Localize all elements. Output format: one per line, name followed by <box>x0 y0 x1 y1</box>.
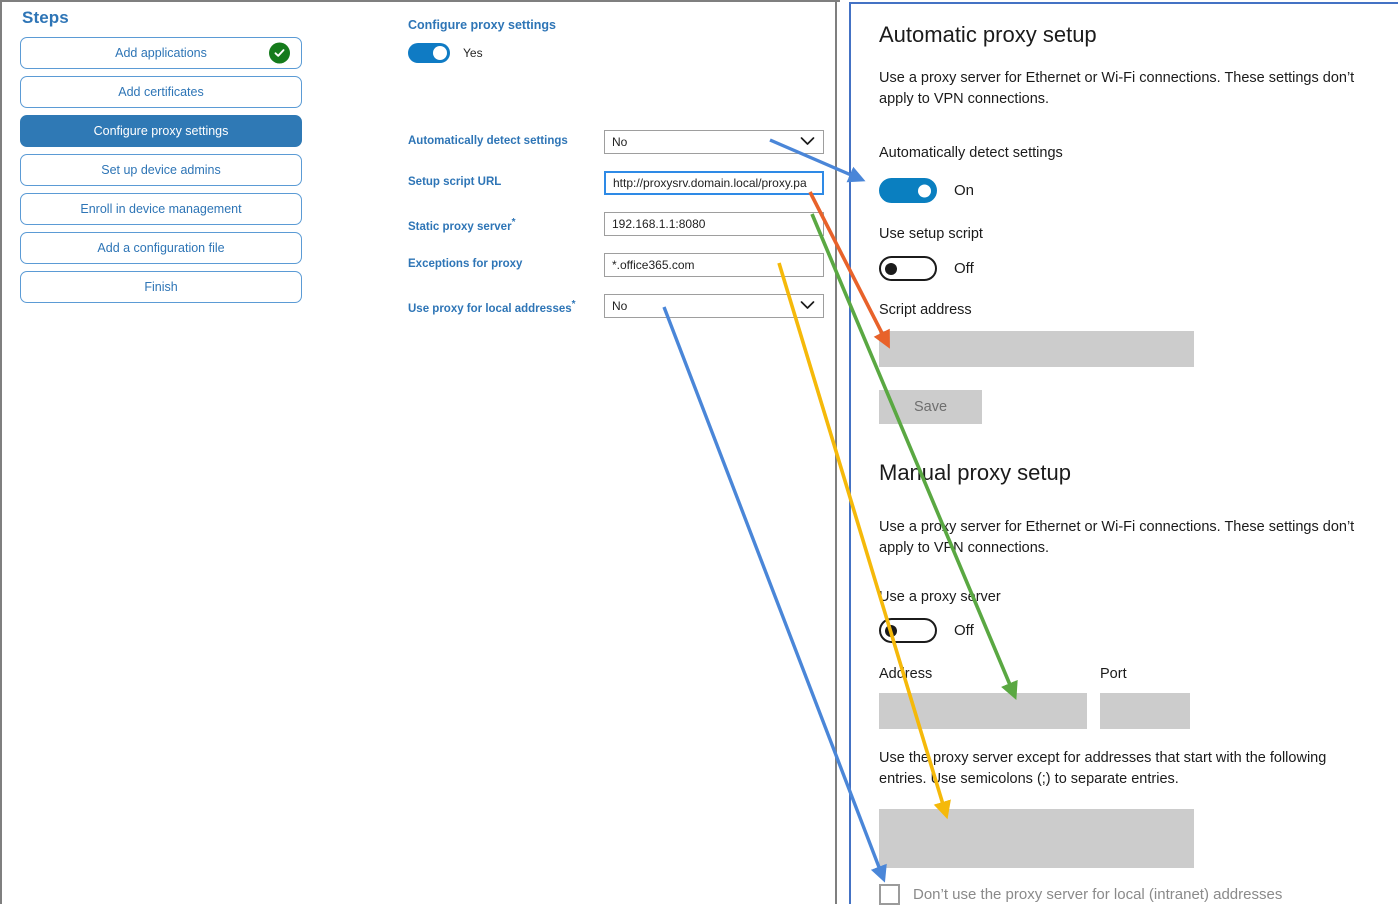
required-marker: * <box>511 217 516 228</box>
bypass-local-addresses-label: Don’t use the proxy server for local (in… <box>913 886 1283 903</box>
step-label: Configure proxy settings <box>93 124 229 138</box>
input-value: *.office365.com <box>612 258 695 272</box>
sidebar-item-enroll-in-device-management[interactable]: Enroll in device management <box>20 193 302 225</box>
use-setup-script-state: Off <box>954 260 974 277</box>
field-static-proxy-server: Static proxy server* 192.168.1.1:8080 <box>408 212 828 253</box>
automatically-detect-settings-select[interactable]: No <box>604 130 824 154</box>
address-input[interactable] <box>879 693 1087 729</box>
sidebar-item-add-a-configuration-file[interactable]: Add a configuration file <box>20 232 302 264</box>
sidebar-item-configure-proxy-settings[interactable]: Configure proxy settings <box>20 115 302 147</box>
field-use-proxy-for-local-addresses: Use proxy for local addresses* No <box>408 294 828 335</box>
select-value: No <box>612 299 628 313</box>
use-setup-script-toggle-row: Off <box>879 256 1379 281</box>
configure-proxy-toggle[interactable] <box>408 43 450 63</box>
step-label: Enroll in device management <box>80 202 242 216</box>
automatically-detect-settings-toggle[interactable] <box>879 178 937 203</box>
input-value: 192.168.1.1:8080 <box>612 217 706 231</box>
form-heading: Configure proxy settings <box>408 18 556 32</box>
step-label: Set up device admins <box>101 163 221 177</box>
port-label: Port <box>1100 666 1127 682</box>
frame-top-border <box>0 0 840 2</box>
automatically-detect-settings-label: Automatically detect settings <box>879 145 1063 161</box>
sidebar-item-finish[interactable]: Finish <box>20 271 302 303</box>
field-label: Use proxy for local addresses* <box>408 299 576 315</box>
bypass-local-addresses-row: Don’t use the proxy server for local (in… <box>879 884 1379 905</box>
port-input[interactable] <box>1100 693 1190 729</box>
use-a-proxy-server-label: Use a proxy server <box>879 589 1001 605</box>
field-label: Setup script URL <box>408 176 502 188</box>
configure-proxy-toggle-value: Yes <box>463 46 483 60</box>
field-automatically-detect-settings: Automatically detect settings No <box>408 130 828 171</box>
step-label: Finish <box>144 280 178 294</box>
setup-script-url-input[interactable]: http://proxysrv.domain.local/proxy.pa <box>604 171 824 195</box>
automatic-proxy-heading: Automatic proxy setup <box>879 22 1097 47</box>
manual-proxy-heading: Manual proxy setup <box>879 460 1071 485</box>
script-address-input[interactable] <box>879 331 1194 367</box>
save-button[interactable]: Save <box>879 390 982 424</box>
proxy-exceptions-description: Use the proxy server except for addresse… <box>879 750 1327 787</box>
sidebar-item-add-certificates[interactable]: Add certificates <box>20 76 302 108</box>
use-a-proxy-server-state: Off <box>954 622 974 639</box>
static-proxy-server-input[interactable]: 192.168.1.1:8080 <box>604 212 824 236</box>
use-proxy-for-local-addresses-select[interactable]: No <box>604 294 824 318</box>
required-marker: * <box>571 299 576 310</box>
automatic-proxy-description: Use a proxy server for Ethernet or Wi-Fi… <box>879 70 1355 107</box>
sidebar-item-add-applications[interactable]: Add applications <box>20 37 302 69</box>
toggle-knob <box>918 184 931 197</box>
manual-proxy-description: Use a proxy server for Ethernet or Wi-Fi… <box>879 519 1355 556</box>
step-label: Add a configuration file <box>97 241 225 255</box>
proxy-exceptions-input[interactable] <box>879 809 1194 868</box>
steps-sidebar: Steps Add applications Add certificates … <box>20 8 302 310</box>
sidebar-item-set-up-device-admins[interactable]: Set up device admins <box>20 154 302 186</box>
step-label: Add applications <box>115 46 207 60</box>
field-label: Static proxy server* <box>408 217 516 233</box>
select-value: No <box>612 135 628 149</box>
proxy-form-fields: Automatically detect settings No Setup s… <box>408 130 828 335</box>
check-circle-icon <box>269 42 290 64</box>
toggle-knob <box>885 262 897 275</box>
field-setup-script-url: Setup script URL http://proxysrv.domain.… <box>408 171 828 212</box>
field-label: Automatically detect settings <box>408 135 568 147</box>
panel-divider-gray <box>835 0 837 904</box>
step-label: Add certificates <box>118 85 204 99</box>
automatically-detect-settings-toggle-row: On <box>879 178 1379 203</box>
field-label: Exceptions for proxy <box>408 258 523 270</box>
use-a-proxy-server-toggle-row: Off <box>879 618 1379 643</box>
automatically-detect-settings-state: On <box>954 182 975 199</box>
exceptions-for-proxy-input[interactable]: *.office365.com <box>604 253 824 277</box>
chevron-down-icon <box>800 299 815 313</box>
configure-proxy-toggle-row: Yes <box>408 43 828 63</box>
use-setup-script-label: Use setup script <box>879 226 983 242</box>
automatic-proxy-section: Automatic proxy setup <box>879 22 1379 48</box>
toggle-knob <box>433 46 447 60</box>
steps-title: Steps <box>22 8 69 27</box>
field-exceptions-for-proxy: Exceptions for proxy *.office365.com <box>408 253 828 294</box>
use-setup-script-toggle[interactable] <box>879 256 937 281</box>
use-a-proxy-server-toggle[interactable] <box>879 618 937 643</box>
script-address-label: Script address <box>879 302 972 318</box>
input-value: http://proxysrv.domain.local/proxy.pa <box>613 176 807 190</box>
chevron-down-icon <box>800 135 815 149</box>
windows-proxy-settings-panel: Automatic proxy setup Use a proxy server… <box>849 2 1398 905</box>
proxy-form-header: Configure proxy settings Yes <box>408 18 828 63</box>
toggle-knob <box>885 624 897 637</box>
manual-proxy-section: Manual proxy setup <box>879 460 1379 486</box>
bypass-local-addresses-checkbox[interactable] <box>879 884 900 905</box>
frame-left-border <box>0 0 2 904</box>
